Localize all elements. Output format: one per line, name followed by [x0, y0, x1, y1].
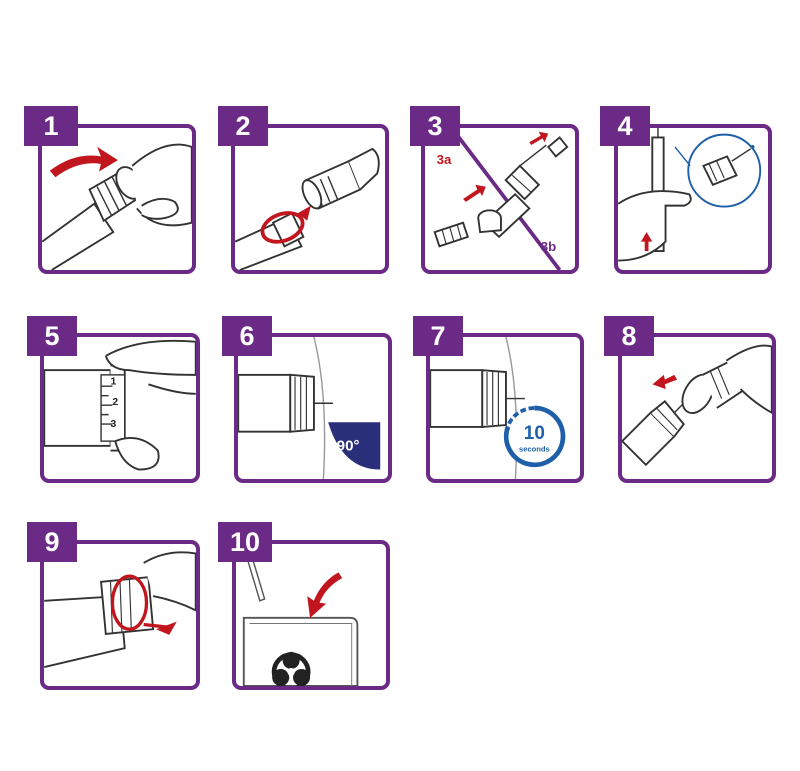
step-10-illustration — [242, 550, 359, 686]
step-1-illustration — [42, 143, 192, 270]
step-8-illustration — [622, 344, 772, 467]
step-3-illustration: 3a 3b — [433, 128, 569, 270]
step-6-number: 6 — [239, 320, 255, 351]
angle-label: 90° — [337, 438, 360, 455]
step-7-badge: 7 — [413, 316, 463, 356]
hand-icon — [131, 143, 192, 227]
step-4-illustration — [618, 128, 762, 262]
step-7-frame: 10 seconds — [426, 333, 584, 483]
angle-indicator — [328, 422, 381, 470]
hand-icon — [618, 190, 692, 262]
step-6-illustration: 90° — [238, 337, 381, 479]
timer-unit: seconds — [519, 445, 550, 454]
step-5-illustration: 1 2 3 — [44, 339, 196, 471]
step-8-frame — [618, 333, 776, 483]
step-5-frame: 1 2 3 — [40, 333, 200, 483]
step-5-number: 5 — [44, 320, 60, 351]
red-arrow-icon — [652, 374, 678, 390]
step-3-divider — [450, 128, 562, 270]
step-6-badge: 6 — [222, 316, 272, 356]
step-9-frame — [40, 540, 200, 690]
dose-mark-2: 2 — [112, 397, 118, 408]
step-8-number: 8 — [621, 320, 637, 351]
step-3-frame: 3a 3b — [421, 124, 579, 274]
step-1-frame — [38, 124, 196, 274]
step-4-badge: 4 — [600, 106, 650, 146]
step-10-frame — [232, 540, 390, 690]
step-2-illustration — [235, 147, 380, 270]
step-7-illustration: 10 seconds — [430, 337, 566, 479]
magnifier-icon — [674, 133, 762, 208]
step-1-number: 1 — [43, 110, 59, 141]
hand-icon — [143, 551, 196, 612]
step-8-badge: 8 — [604, 316, 654, 356]
timer-icon: 10 seconds — [503, 405, 566, 468]
step-7-number: 7 — [430, 320, 446, 351]
step-9-badge: 9 — [27, 522, 77, 562]
step-5-badge: 5 — [27, 316, 77, 356]
step-3b-label: 3b — [541, 239, 556, 254]
red-arrow-icon — [463, 184, 486, 202]
dose-mark-3: 3 — [111, 419, 117, 430]
biohazard-icon — [271, 651, 311, 686]
rotate-arrow-icon — [110, 574, 177, 635]
step-4-number: 4 — [617, 110, 633, 141]
step-9-illustration — [44, 551, 196, 668]
red-arrow-icon — [307, 572, 343, 618]
step-2-badge: 2 — [218, 106, 268, 146]
timer-value: 10 — [524, 423, 545, 444]
step-3-badge: 3 — [410, 106, 460, 146]
step-2-number: 2 — [235, 110, 251, 141]
rotate-arrow-icon — [260, 205, 311, 244]
step-1-badge: 1 — [24, 106, 78, 146]
step-3-number: 3 — [427, 110, 443, 141]
step-10-badge: 10 — [218, 522, 272, 562]
red-arrow-icon — [529, 131, 549, 146]
step-6-frame: 90° — [234, 333, 392, 483]
dose-mark-1: 1 — [111, 376, 117, 387]
step-4-frame — [614, 124, 772, 274]
red-arrow-icon — [49, 146, 118, 178]
hand-icon — [725, 344, 772, 414]
hand-icon — [104, 339, 196, 471]
step-9-number: 9 — [44, 526, 60, 557]
needle-unit-icon — [301, 147, 380, 210]
step-10-number: 10 — [229, 526, 261, 557]
step-3a-label: 3a — [437, 152, 452, 167]
step-2-frame — [231, 124, 389, 274]
